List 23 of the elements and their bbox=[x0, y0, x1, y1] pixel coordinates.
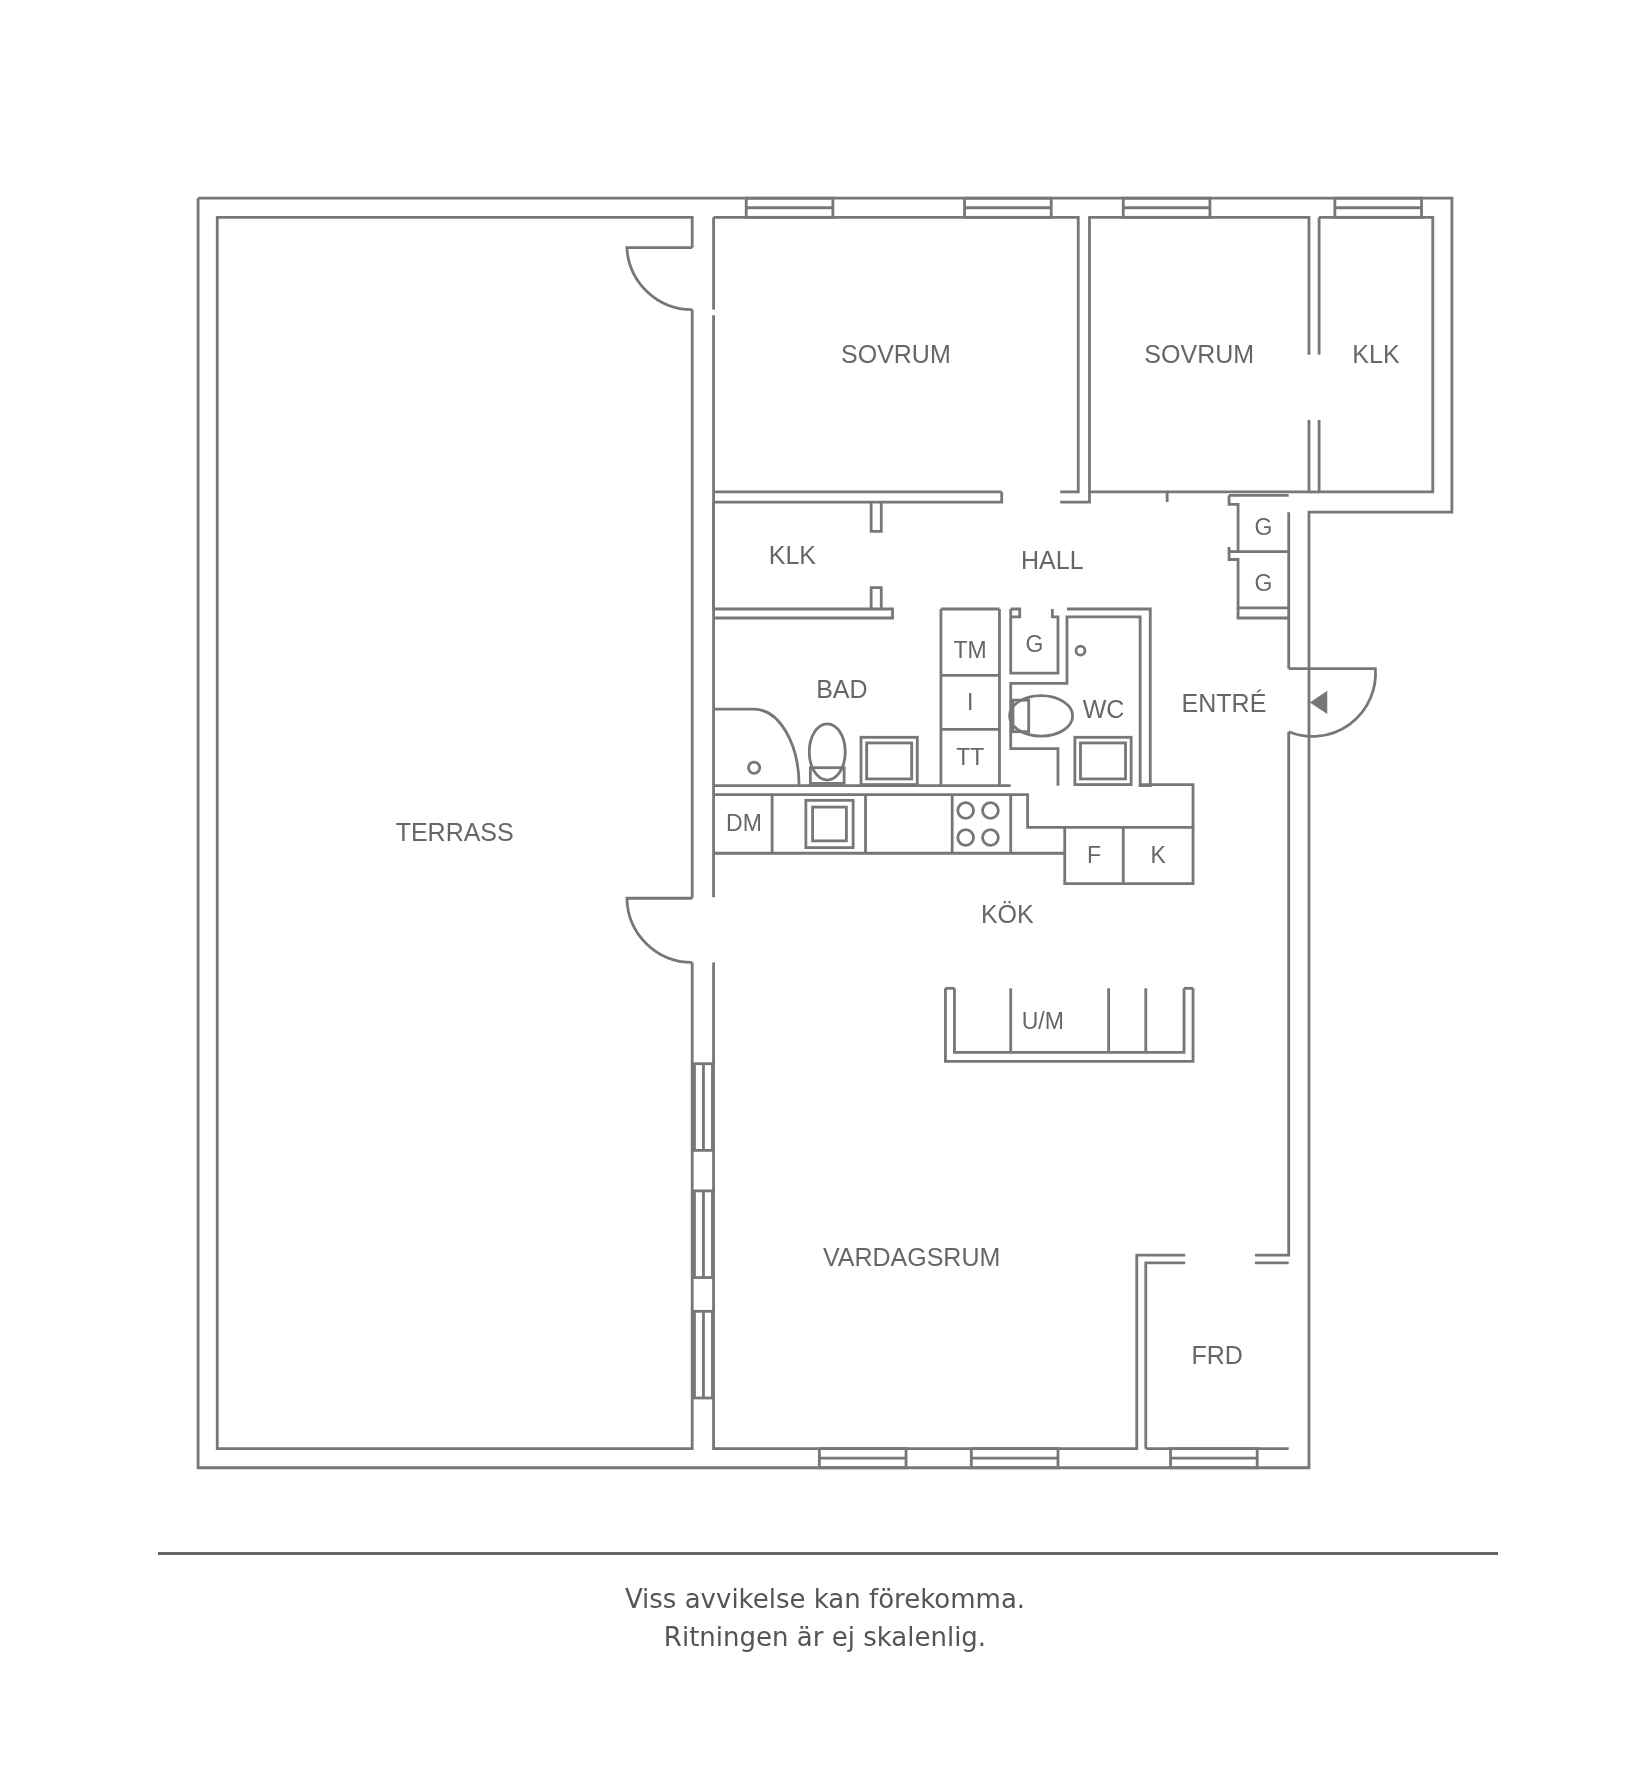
room-label: TERRASS bbox=[395, 818, 514, 848]
room-label: WC bbox=[1082, 694, 1125, 724]
room-label: SOVRUM bbox=[1144, 340, 1255, 369]
room-label: DM bbox=[726, 810, 762, 838]
room-label: G bbox=[1254, 570, 1273, 598]
room-label: I bbox=[967, 688, 974, 716]
room-label: HALL bbox=[1021, 546, 1084, 575]
room-label: F bbox=[1086, 841, 1101, 869]
room-label: TT bbox=[956, 743, 985, 771]
room-label: G bbox=[1254, 514, 1273, 542]
room-label: FRD bbox=[1191, 1341, 1243, 1371]
room-label: VARDAGSRUM bbox=[822, 1243, 1001, 1273]
room-label: TM bbox=[953, 637, 987, 665]
room-label: KÖK bbox=[980, 899, 1034, 929]
room-label: BAD bbox=[816, 674, 868, 704]
disclaimer-caption: Viss avvikelse kan förekomma. Ritningen är ej skalenlig. bbox=[623, 1583, 1027, 1654]
room-label: KLK bbox=[768, 540, 816, 570]
room-label: SOVRUM bbox=[841, 340, 951, 369]
room-label: K bbox=[1150, 841, 1166, 869]
room-label: G bbox=[1025, 631, 1044, 659]
room-label: ENTRÉ bbox=[1181, 688, 1267, 718]
room-label: U/M bbox=[1021, 1007, 1064, 1035]
room-label: KLK bbox=[1352, 340, 1400, 369]
